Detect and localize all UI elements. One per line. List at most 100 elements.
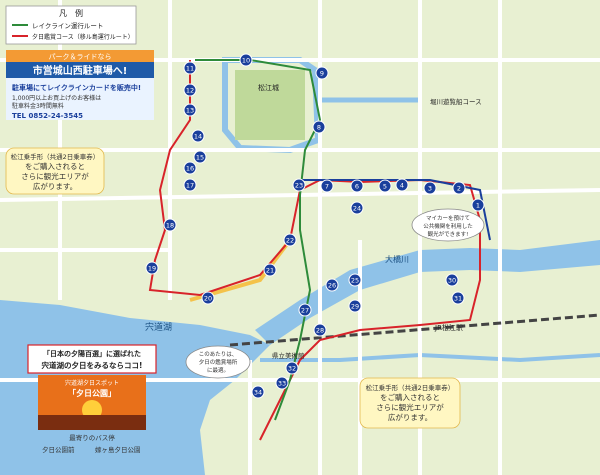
sunset-stop2: 嫁ヶ島夕日公園 <box>95 445 141 454</box>
bus-stop-label-13: 13 <box>186 107 194 115</box>
bus-stop-label-26: 26 <box>328 282 336 290</box>
bus-stop-28 <box>313 323 327 337</box>
bus-stop-5 <box>378 179 392 193</box>
label-shinjiko: 宍道湖 <box>145 321 172 333</box>
ohashi-river <box>255 240 600 345</box>
bus-stop-31 <box>451 291 465 305</box>
sunset-spot: 「夕日公園」 <box>68 388 116 398</box>
bus-stop-label-1: 1 <box>476 202 480 210</box>
label-castle: 松江城 <box>258 83 279 92</box>
bus-stop-label-17: 17 <box>186 182 194 190</box>
bus-stop-29 <box>348 299 362 313</box>
castle-park <box>235 70 305 140</box>
bus-stop-11 <box>183 61 197 75</box>
bus-stop-3 <box>423 181 437 195</box>
mycar-tooltip: マイカーを預けて 公共機関を利用した 観光ができます! <box>411 208 485 242</box>
bus-stop-27 <box>298 303 312 317</box>
bus-stop-16 <box>183 161 197 175</box>
green-route <box>195 59 322 421</box>
promo-bottom: 松江乗手形（共通2日乗車券） をご購入されると さらに観光エリアが 広がります。 <box>359 377 461 429</box>
bus-stop-30 <box>445 273 459 287</box>
bus-stop-22 <box>283 233 297 247</box>
bus-stop-8 <box>312 120 326 134</box>
sunset-area-note: このあたりは、 夕日の鑑賞場所 に最適。 <box>185 345 251 379</box>
bus-stop-label-24: 24 <box>353 205 361 213</box>
bus-stop-label-7: 7 <box>325 183 329 191</box>
jr-rail-line <box>229 313 600 347</box>
park-ride-note1: 1,000円以上お買上げのお客様は <box>12 94 101 102</box>
park-ride-panel: パーク＆ライドなら 市営城山西駐車場へ! 駐車場にてレイクラインカードを販売中!… <box>6 50 154 120</box>
promo-top-l4: 広がります。 <box>33 181 77 191</box>
park-ride-sub: 駐車場にてレイクラインカードを販売中! <box>12 83 141 92</box>
bus-stop-label-27: 27 <box>301 307 309 315</box>
bus-stop-label-32: 32 <box>288 365 296 373</box>
note-l3: に最適。 <box>207 366 229 374</box>
bus-stop-24 <box>350 201 364 215</box>
promo-top-l1: 松江乗手形（共通2日乗車券） <box>11 152 100 161</box>
bus-stops: 1234567891011121314151617181920212223242… <box>145 53 485 399</box>
bus-stop-13 <box>183 103 197 117</box>
legend-red: レイクライン運行ルート <box>32 21 103 30</box>
bus-stop-1 <box>471 198 485 212</box>
bus-stop-label-14: 14 <box>194 133 202 141</box>
promo-bottom-l2: をご購入されると <box>380 392 440 402</box>
label-ohashi: 大橋川 <box>385 254 409 264</box>
legend: 凡 例 レイクライン運行ルート 夕日鑑賞コース（移ル島運行ルート） <box>5 5 137 45</box>
sunset-title2: 宍道湖の夕日をみるならココ! <box>42 360 143 370</box>
bus-stop-label-6: 6 <box>355 183 359 191</box>
bus-stop-label-23: 23 <box>295 182 303 190</box>
bus-stop-21 <box>263 263 277 277</box>
label-horikawa: 堀川遊覧船コース <box>430 97 482 106</box>
bus-stop-label-16: 16 <box>186 165 194 173</box>
sunset-panel: 「日本の夕陽百選」に選ばれた 宍道湖の夕日をみるならココ! 宍道湖夕日スポット … <box>27 344 157 454</box>
bus-stop-label-29: 29 <box>351 303 359 311</box>
route-431 <box>189 238 292 302</box>
promo-bottom-l4: 広がります。 <box>388 412 432 422</box>
bus-stop-label-5: 5 <box>383 183 387 191</box>
bus-stop-label-10: 10 <box>242 57 250 65</box>
promo-top-l2: をご購入されると <box>25 161 85 171</box>
bus-stop-label-9: 9 <box>320 70 324 78</box>
promo-bottom-l3: さらに観光エリアが <box>376 402 444 412</box>
sunset-sub: 宍道湖夕日スポット <box>65 379 119 387</box>
tooltip-l3: 観光ができます! <box>428 230 469 238</box>
bus-stop-label-18: 18 <box>166 222 174 230</box>
park-ride-banner: パーク＆ライドなら <box>49 53 112 61</box>
bus-stop-label-25: 25 <box>351 277 359 285</box>
bus-stop-label-28: 28 <box>316 327 324 335</box>
bus-stop-9 <box>315 66 329 80</box>
bus-stop-label-3: 3 <box>428 185 432 193</box>
note-l2: 夕日の鑑賞場所 <box>199 358 238 366</box>
bus-stop-7 <box>320 179 334 193</box>
bus-stop-label-31: 31 <box>454 295 462 303</box>
bus-stop-19 <box>145 261 159 275</box>
bus-stop-label-22: 22 <box>286 237 294 245</box>
bus-stop-34 <box>251 385 265 399</box>
bus-stop-12 <box>183 83 197 97</box>
bus-stop-25 <box>348 273 362 287</box>
bus-stop-26 <box>325 278 339 292</box>
sunset-stop1: 夕日公園前 <box>42 445 75 454</box>
bus-stop-label-30: 30 <box>448 277 456 285</box>
bus-stop-14 <box>191 129 205 143</box>
legend-title: 凡 例 <box>59 8 83 18</box>
bus-stop-33 <box>275 376 289 390</box>
bus-stop-10 <box>239 53 253 67</box>
bus-stop-15 <box>193 150 207 164</box>
bus-stop-17 <box>183 178 197 192</box>
bus-stop-label-12: 12 <box>186 87 194 95</box>
label-museum: 県立美術館 <box>272 351 305 360</box>
bus-stop-6 <box>350 179 364 193</box>
bus-stop-32 <box>285 361 299 375</box>
bus-stop-20 <box>201 291 215 305</box>
tooltip-l2: 公共機関を利用した <box>423 222 473 230</box>
bus-stop-label-8: 8 <box>317 124 321 132</box>
promo-bottom-l1: 松江乗手形（共通2日乗車券） <box>366 383 455 392</box>
bus-stop-label-15: 15 <box>196 154 204 162</box>
tooltip-l1: マイカーを預けて <box>426 214 470 222</box>
promo-top-l3: さらに観光エリアが <box>21 171 89 181</box>
sunset-nearest: 最寄りのバス停 <box>69 433 115 442</box>
bus-stop-label-33: 33 <box>278 380 286 388</box>
park-ride-note2: 駐車料金3時間無料 <box>12 102 64 110</box>
